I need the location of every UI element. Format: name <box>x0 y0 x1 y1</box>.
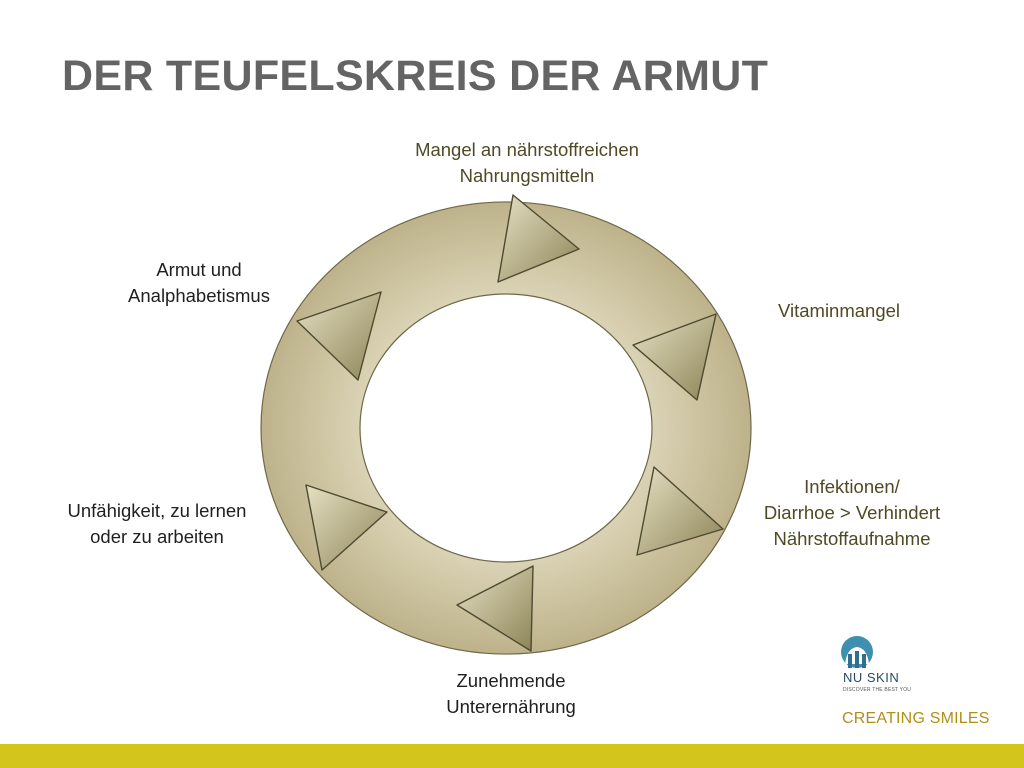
slide-title: DER TEUFELSKREIS DER ARMUT <box>62 52 769 100</box>
cycle-label-malnutrition: Zunehmende Unterernährung <box>446 670 576 717</box>
cycle-label-infections: Infektionen/ Diarrhoe > Verhindert Nährs… <box>763 476 941 549</box>
cycle-ring <box>260 201 752 655</box>
cycle-label-vitamin-deficiency: Vitaminmangel <box>777 300 901 321</box>
logo-tagline: CREATING SMILES <box>842 710 990 727</box>
cycle-label-poverty-illiteracy: Armut und Analphabetismus <box>128 259 270 306</box>
cycle-arrow-bottom <box>456 565 534 652</box>
cycle-label-nutrient-deficiency: Mangel an nährstoffreichen Nahrungsmitte… <box>415 139 639 186</box>
footer-bar <box>0 744 1024 768</box>
logo-brand-name: NU SKIN <box>843 670 900 685</box>
cycle-arrow-right-upper <box>632 313 717 401</box>
logo-subline: DISCOVER THE BEST YOU <box>843 687 912 693</box>
nu-skin-logo-icon <box>841 636 873 668</box>
cycle-arrow-top <box>497 194 580 283</box>
cycle-arrow-right-lower <box>636 466 724 556</box>
cycle-arrow-left-lower <box>305 484 388 571</box>
cycle-label-inability-to-work: Unfähigkeit, zu lernen oder zu arbeiten <box>67 500 247 547</box>
cycle-arrow-left-upper <box>296 291 382 381</box>
